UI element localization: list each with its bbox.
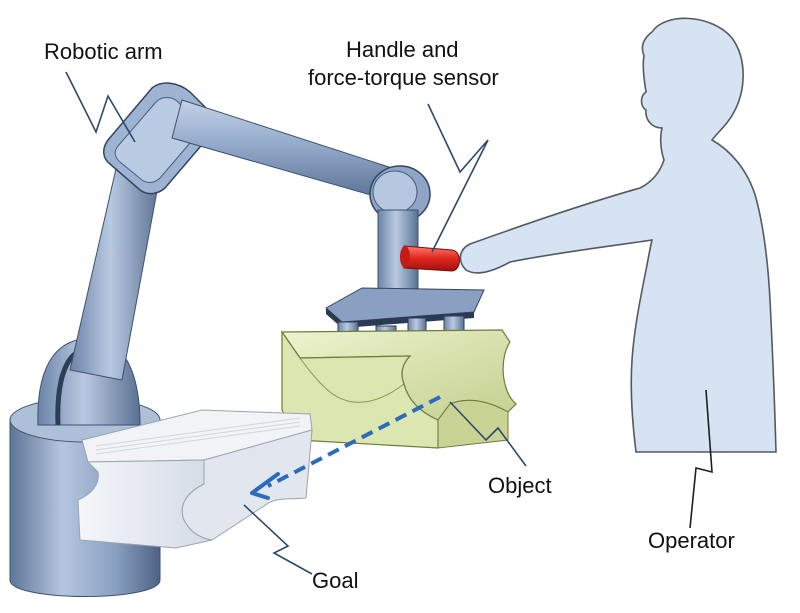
leader-goal	[243, 504, 313, 575]
label-goal: Goal	[312, 568, 359, 593]
end-effector-plate	[325, 287, 485, 323]
label-handle-line1: Handle and	[346, 37, 459, 62]
goal-side-face	[181, 429, 313, 541]
leader-robotic-arm	[65, 71, 136, 143]
object-side-face	[437, 399, 509, 449]
label-object: Object	[488, 473, 552, 498]
leader-object	[449, 401, 527, 467]
label-robotic-arm: Robotic arm	[44, 39, 163, 64]
end-effector-plate-edge	[326, 308, 474, 328]
leader-operator	[689, 389, 713, 529]
motion-arrowhead	[250, 472, 280, 500]
robot-upper-link	[171, 99, 393, 201]
handle-sensor-cap	[400, 246, 410, 268]
label-handle-line2: force-torque sensor	[308, 65, 499, 90]
wrist-joint-cap	[372, 170, 418, 214]
goal-stripes	[95, 417, 301, 455]
operator-silhouette	[459, 17, 777, 453]
handle-sensor	[403, 245, 460, 272]
leader-handle	[427, 103, 489, 253]
motion-arrow	[267, 395, 441, 488]
object-groove	[299, 357, 405, 403]
label-operator: Operator	[648, 528, 735, 553]
